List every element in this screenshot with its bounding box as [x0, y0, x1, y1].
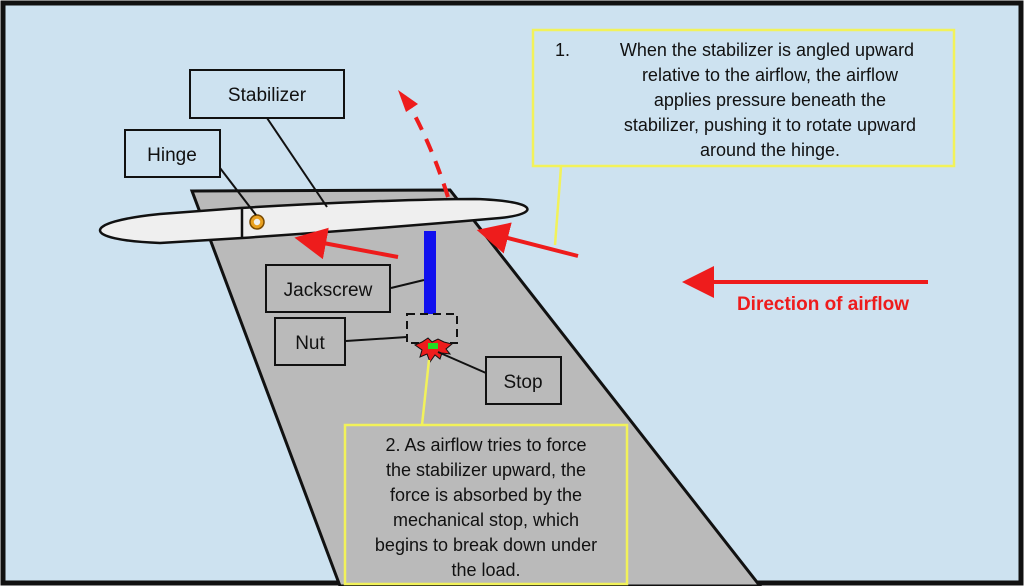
stop-block	[428, 343, 438, 349]
note2-line: force is absorbed by the	[390, 485, 582, 505]
note1-line: relative to the airflow, the airflow	[642, 65, 899, 85]
jackscrew	[424, 231, 436, 314]
note1-line: When the stabilizer is angled upward	[620, 40, 914, 60]
jackscrew-label: Jackscrew	[284, 280, 373, 301]
stop-leader	[437, 351, 487, 374]
note1-line: around the hinge.	[700, 140, 840, 160]
stabilizer-label: Stabilizer	[228, 85, 307, 106]
callout-note-2: 2. As airflow tries to force the stabili…	[343, 423, 629, 586]
hinge-label: Hinge	[147, 145, 197, 166]
note2-line: the load.	[451, 560, 520, 580]
note1-number: 1.	[555, 40, 570, 60]
stabilizer-leader	[266, 117, 328, 208]
nut-label-box: Nut	[274, 317, 346, 366]
hinge-label-box: Hinge	[124, 129, 221, 178]
stop-label-box: Stop	[485, 356, 562, 405]
note1-line: applies pressure beneath the	[654, 90, 886, 110]
jackscrew-label-box: Jackscrew	[265, 264, 391, 313]
hinge-hole	[253, 218, 261, 226]
note1-line: stabilizer, pushing it to rotate upward	[624, 115, 916, 135]
force-arrow-leading-edge	[476, 222, 579, 258]
stabilizer-label-box: Stabilizer	[189, 69, 345, 119]
jackscrew-leader	[390, 279, 425, 289]
rotation-arrowhead	[398, 90, 418, 112]
stop-burst-icon	[413, 337, 454, 364]
stop-label: Stop	[503, 372, 542, 393]
nut-leader	[345, 336, 408, 342]
note1-leader	[553, 166, 563, 246]
note2-line: 2. As airflow tries to force	[385, 435, 586, 455]
airflow-label: Direction of airflow	[737, 294, 909, 315]
callout-note-1: 1. When the stabilizer is angled upward …	[531, 28, 956, 168]
stabilizer-airfoil	[98, 197, 529, 245]
hinge-leader	[219, 167, 257, 216]
note2-leader	[420, 359, 431, 426]
note2-line: the stabilizer upward, the	[386, 460, 586, 480]
note2-line: begins to break down under	[375, 535, 597, 555]
nut-label: Nut	[295, 333, 325, 354]
note2-line: mechanical stop, which	[393, 510, 579, 530]
force-arrow-under-stabilizer	[294, 227, 399, 260]
